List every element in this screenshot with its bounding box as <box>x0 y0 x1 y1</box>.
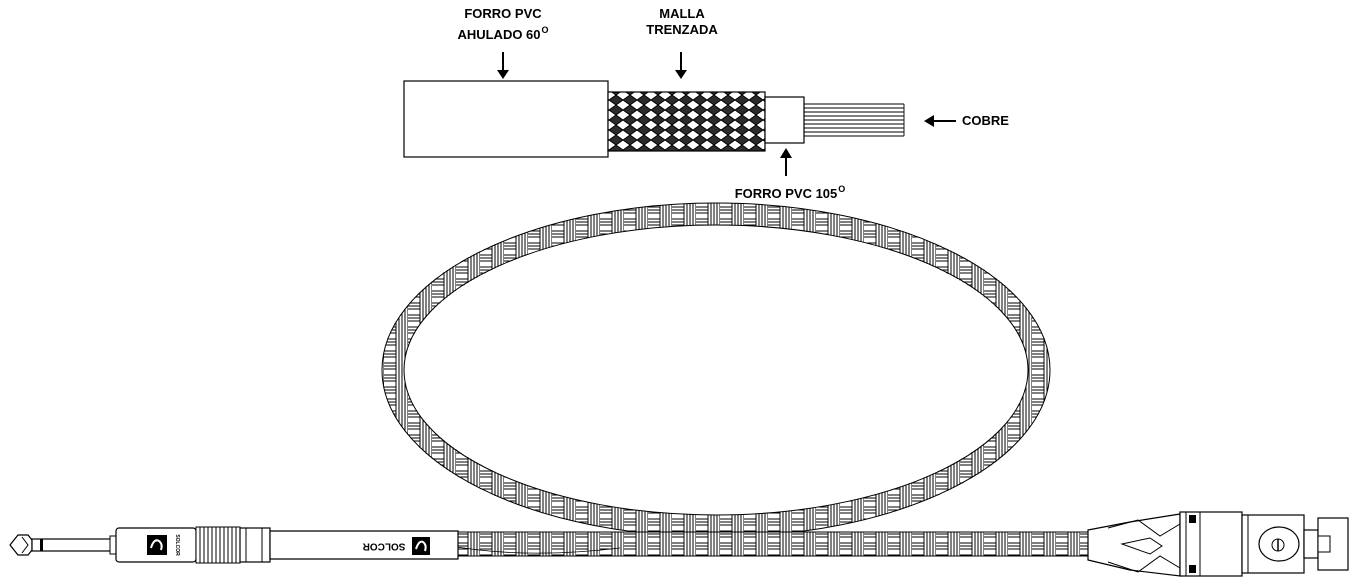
degree-mark: O <box>838 184 846 194</box>
jack-sleeve <box>31 538 117 552</box>
xlr-latch <box>1303 529 1319 559</box>
degree-mark: O <box>541 25 549 35</box>
jack-plug: SOLCOR SOLCOR <box>9 526 459 564</box>
label-outer-jacket-line2: AHULADO 60 <box>457 27 541 42</box>
jack-side-brand: SOLCOR <box>174 534 180 556</box>
jack-tip <box>9 534 33 556</box>
label-outer-jacket-line1: FORRO PVC <box>464 6 542 21</box>
arrow-braid <box>675 52 687 79</box>
cable-section <box>403 52 956 176</box>
copper-strands <box>804 103 905 137</box>
arrow-copper <box>924 115 956 127</box>
label-braid-line1: MALLA <box>659 6 705 21</box>
label-copper: COBRE <box>962 113 1009 128</box>
arrow-inner-jacket <box>780 148 792 176</box>
xlr-connector <box>1087 511 1349 577</box>
inner-insulation <box>764 96 805 144</box>
label-inner-jacket-text: FORRO PVC 105 <box>734 186 838 201</box>
braid-shield <box>607 91 766 152</box>
label-inner-jacket: FORRO PVC 105O <box>715 181 865 202</box>
cable-loop <box>381 202 1051 538</box>
jack-logo-icon <box>147 535 167 555</box>
arrow-outer-jacket <box>497 52 509 79</box>
barrel-logo-icon <box>412 537 430 555</box>
label-braid: MALLA TRENZADA <box>622 6 742 38</box>
barrel-brand-text: SOLCOR <box>362 540 406 551</box>
outer-jacket <box>403 80 609 158</box>
label-outer-jacket: FORRO PVC AHULADO 60O <box>442 6 564 43</box>
label-braid-line2: TRENZADA <box>646 22 718 37</box>
jack-barrel <box>269 530 459 560</box>
cable-straight <box>439 531 1089 557</box>
jack-grip <box>195 526 241 564</box>
